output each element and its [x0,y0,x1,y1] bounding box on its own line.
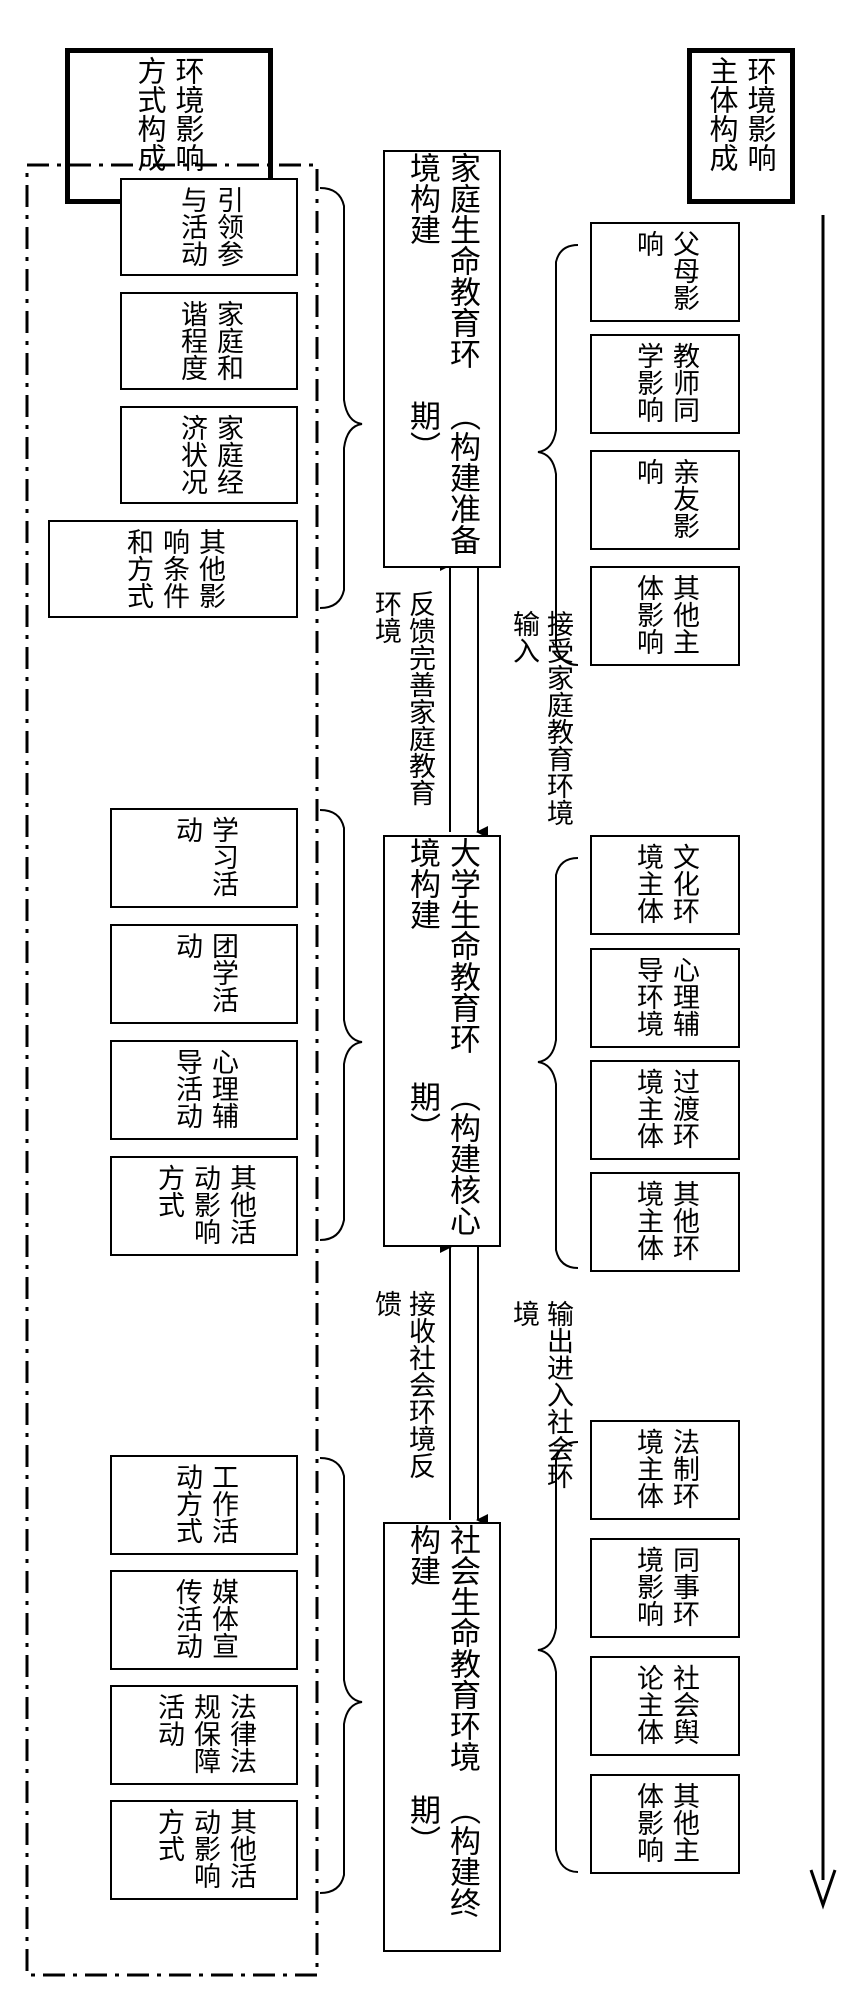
mode-label: 团学活动 [171,932,238,1013]
mode-box: 其他活动影响方式 [110,1156,298,1256]
stage-box-society: 社会生命教育环境构建 （构建终期） [383,1522,501,1952]
subject-box: 心理辅导环境 [590,948,740,1048]
mode-label: 法律法规保障活动 [153,1693,256,1774]
arrow-label-society-output: 输出进入社会环境 [508,1300,573,1489]
mode-box: 心理辅导活动 [110,1040,298,1140]
subject-label: 心理辅导环境 [632,956,699,1037]
header-subject-composition: 环境影响主体构成 [687,48,795,204]
header-mode-composition: 环境影响方式构成 [65,48,273,204]
mode-label: 引领参与活动 [176,186,243,267]
subject-box: 法制环境主体 [590,1420,740,1520]
subject-box: 其他主体影响 [590,1774,740,1874]
mode-box: 法律法规保障活动 [110,1685,298,1785]
subject-box: 教师同学影响 [590,334,740,434]
arrow-label-family-feedback: 反馈完善家庭教育环境 [370,590,435,806]
subject-box: 过渡环境主体 [590,1060,740,1160]
subject-box: 亲友影响 [590,450,740,550]
bracket-modes-1 [319,187,363,609]
mode-box: 家庭经济状况 [120,406,298,504]
stage-university-title: 大学生命教育环境构建 [404,837,480,1054]
header-mode-text: 环境影响方式构成 [133,56,205,172]
mode-label: 家庭和谐程度 [176,300,243,381]
mode-box: 媒体宣传活动 [110,1570,298,1670]
stage-family-content: 家庭生命教育环境构建 （构建准备期） [402,152,482,566]
subject-label: 教师同学影响 [632,342,699,423]
stage-society-content: 社会生命教育环境构建 （构建终期） [402,1524,482,1950]
subject-label: 过渡环境主体 [632,1068,699,1149]
arrow-label-society-feedback: 接收社会环境反馈 [370,1290,435,1479]
timeline-arrowhead [809,1869,837,1910]
subject-box: 文化环境主体 [590,835,740,935]
mode-box: 引领参与活动 [120,178,298,276]
mode-label: 其他影响条件和方式 [122,528,225,609]
mode-label: 学习活动 [171,816,238,897]
arrow-label-family-input: 接受家庭教育环境输入 [508,610,573,826]
mode-box: 工作活动方式 [110,1455,298,1555]
subject-label: 文化环境主体 [632,843,699,924]
bracket-modes-3 [319,1457,363,1894]
subject-label: 法制环境主体 [632,1428,699,1509]
stage-family-subtitle: （构建准备期） [404,399,480,555]
mode-box: 家庭和谐程度 [120,292,298,390]
stage-society-title: 社会生命教育环境构建 [404,1524,480,1772]
mode-box: 其他活动影响方式 [110,1800,298,1900]
stage-box-family: 家庭生命教育环境构建 （构建准备期） [383,150,501,568]
subject-box: 其他主体影响 [590,566,740,666]
subject-label: 其他主体影响 [632,574,699,655]
mode-box: 其他影响条件和方式 [48,520,298,618]
subject-label: 社会舆论主体 [632,1664,699,1745]
stage-university-content: 大学生命教育环境构建 （构建核心期） [402,837,482,1245]
modes-enclosure [25,163,319,1977]
bracket-subjects-1 [537,244,579,666]
stage-family-title: 家庭生命教育环境构建 [404,152,480,369]
mode-label: 其他活动影响方式 [153,1808,256,1889]
subject-label: 同事环境影响 [632,1546,699,1627]
subject-box: 父母影响 [590,222,740,322]
subject-label: 父母影响 [632,230,699,311]
mode-box: 团学活动 [110,924,298,1024]
bracket-subjects-2 [537,857,579,1269]
mode-label: 其他活动影响方式 [153,1164,256,1245]
subject-label: 其他环境主体 [632,1180,699,1261]
stage-university-subtitle: （构建核心期） [404,1081,480,1237]
header-subject-text: 环境影响主体构成 [705,56,777,172]
mode-label: 媒体宣传活动 [171,1578,238,1659]
subject-box: 其他环境主体 [590,1172,740,1272]
mode-label: 家庭经济状况 [176,414,243,495]
mode-box: 学习活动 [110,808,298,908]
stage-box-university: 大学生命教育环境构建 （构建核心期） [383,835,501,1247]
mode-label: 心理辅导活动 [171,1048,238,1129]
subject-box: 社会舆论主体 [590,1656,740,1756]
subject-box: 同事环境影响 [590,1538,740,1638]
subject-label: 其他主体影响 [632,1782,699,1863]
mode-label: 工作活动方式 [171,1463,238,1544]
subject-label: 亲友影响 [632,458,699,539]
stage-society-subtitle: （构建终期） [404,1794,480,1918]
bracket-modes-2 [319,809,363,1241]
bracket-subjects-3 [537,1441,579,1873]
